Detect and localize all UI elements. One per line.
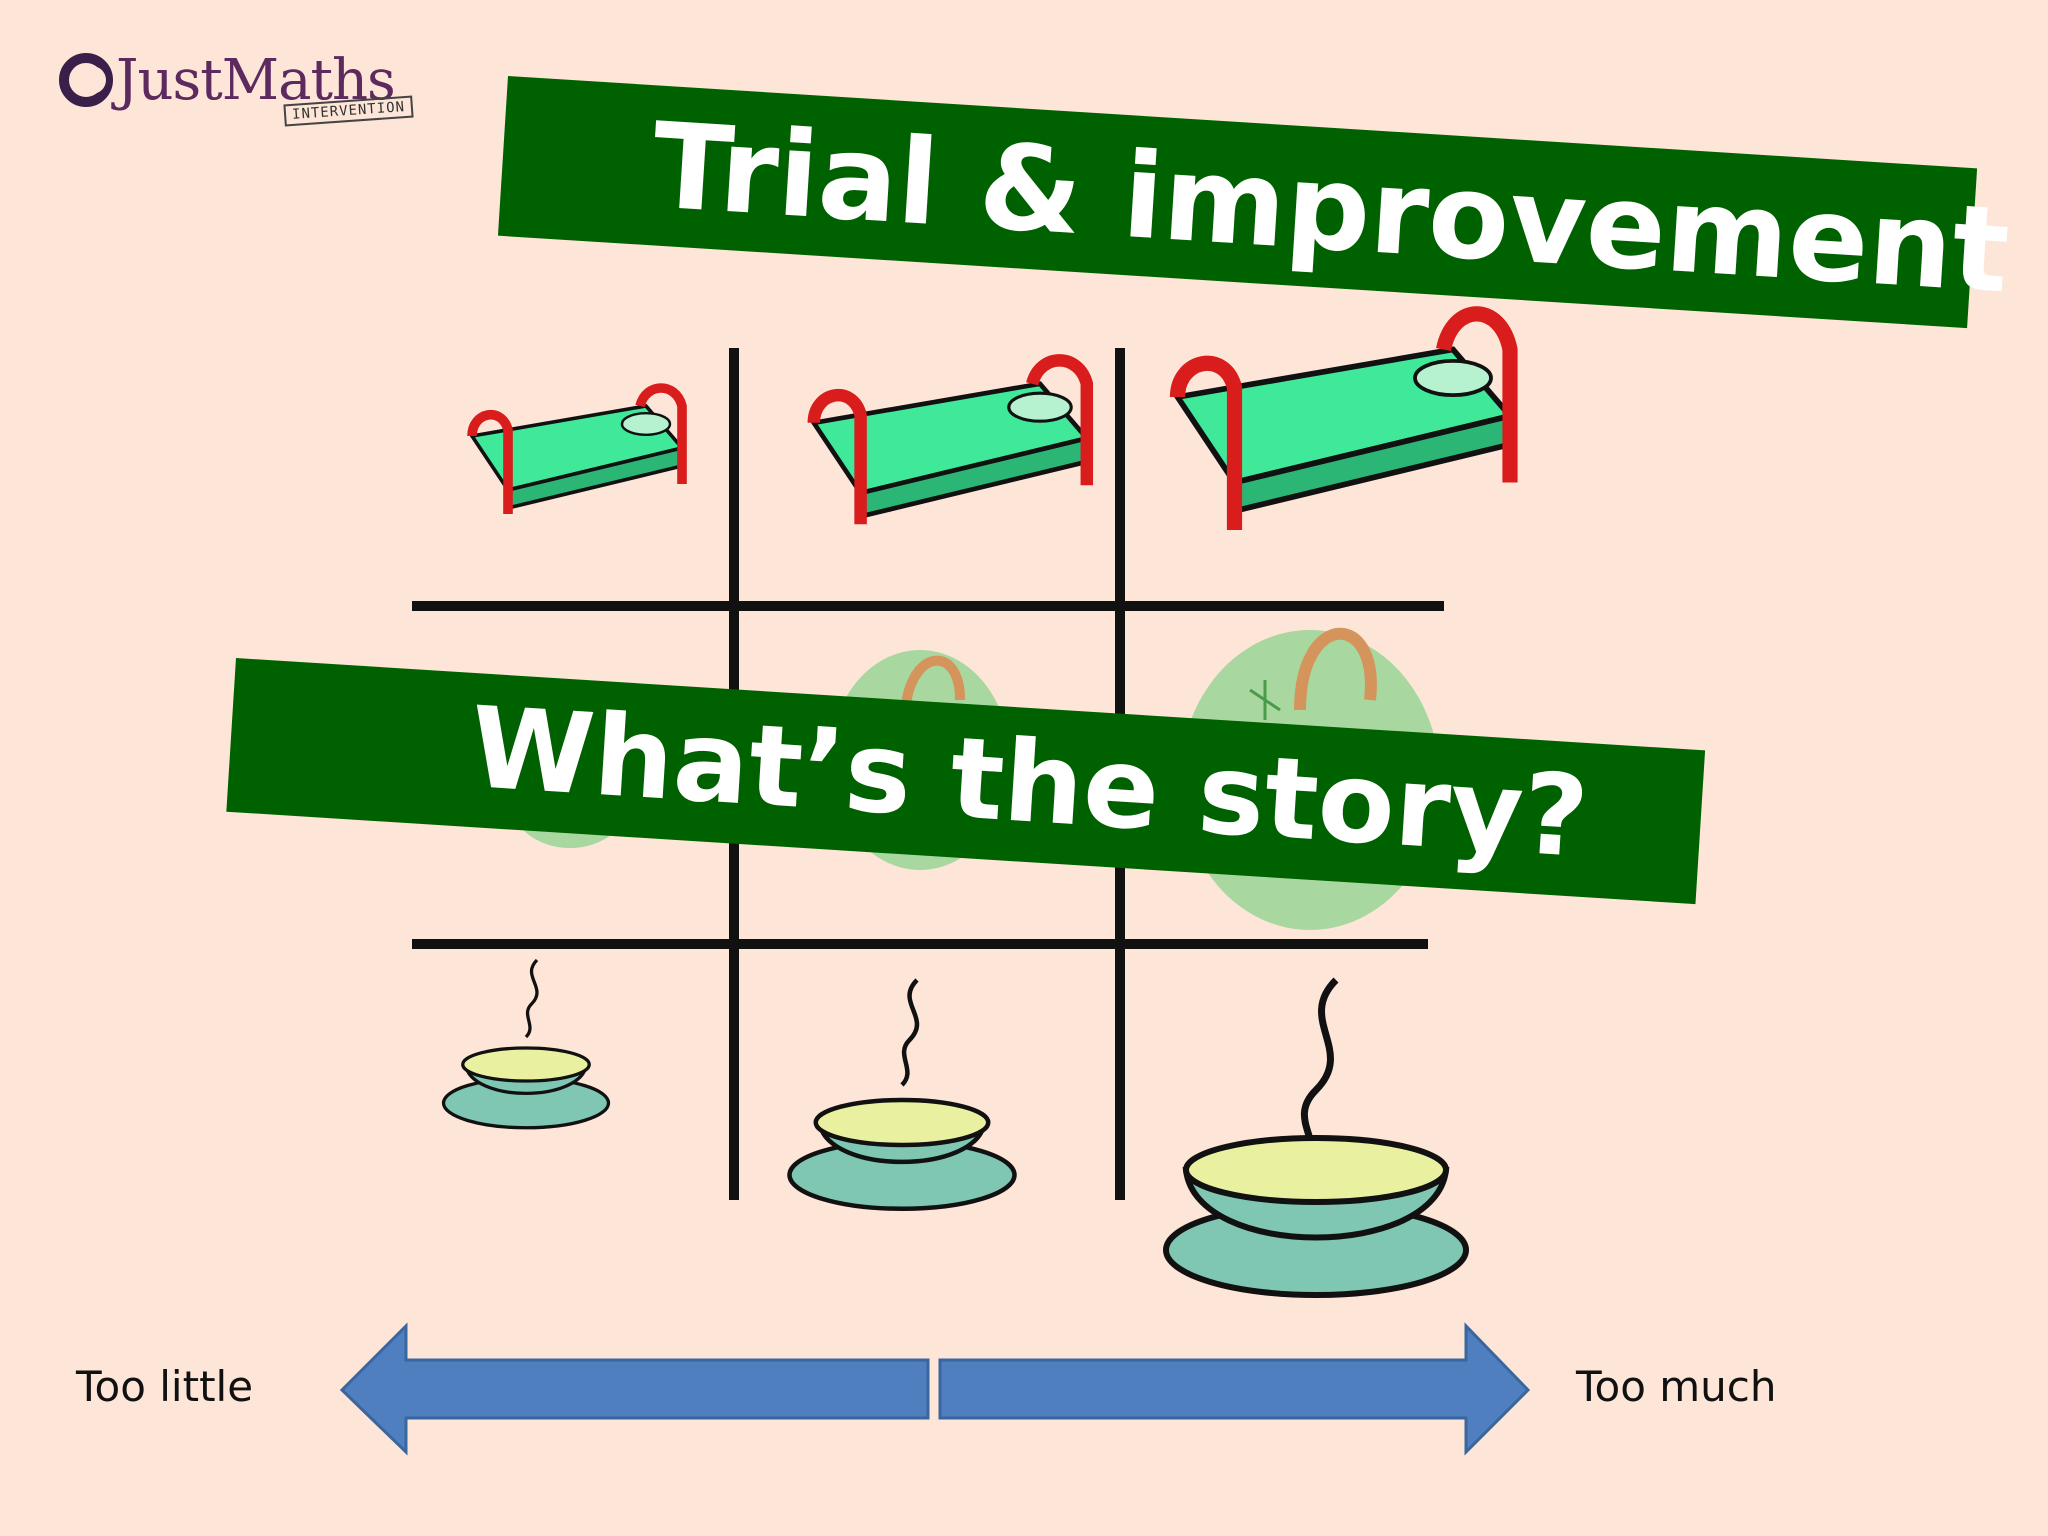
too-little-too-much-arrow <box>339 1322 1531 1456</box>
too-little-label: Too little <box>76 1362 254 1411</box>
left-arrow-icon <box>339 1322 930 1456</box>
small-porridge-bowl-icon <box>441 958 611 1130</box>
too-much-label: Too much <box>1576 1362 1777 1411</box>
medium-bed-icon <box>807 354 1094 525</box>
small-bed-icon <box>467 383 687 515</box>
logo-text: JustMaths <box>116 48 396 113</box>
medium-porridge-bowl-icon <box>787 978 1017 1211</box>
logo-ring-icon <box>59 53 113 107</box>
right-arrow-icon <box>938 1322 1531 1456</box>
justmaths-logo: JustMaths INTERVENTION <box>56 40 416 140</box>
large-porridge-bowl-icon <box>1163 977 1469 1298</box>
large-bed-icon <box>1169 306 1518 531</box>
